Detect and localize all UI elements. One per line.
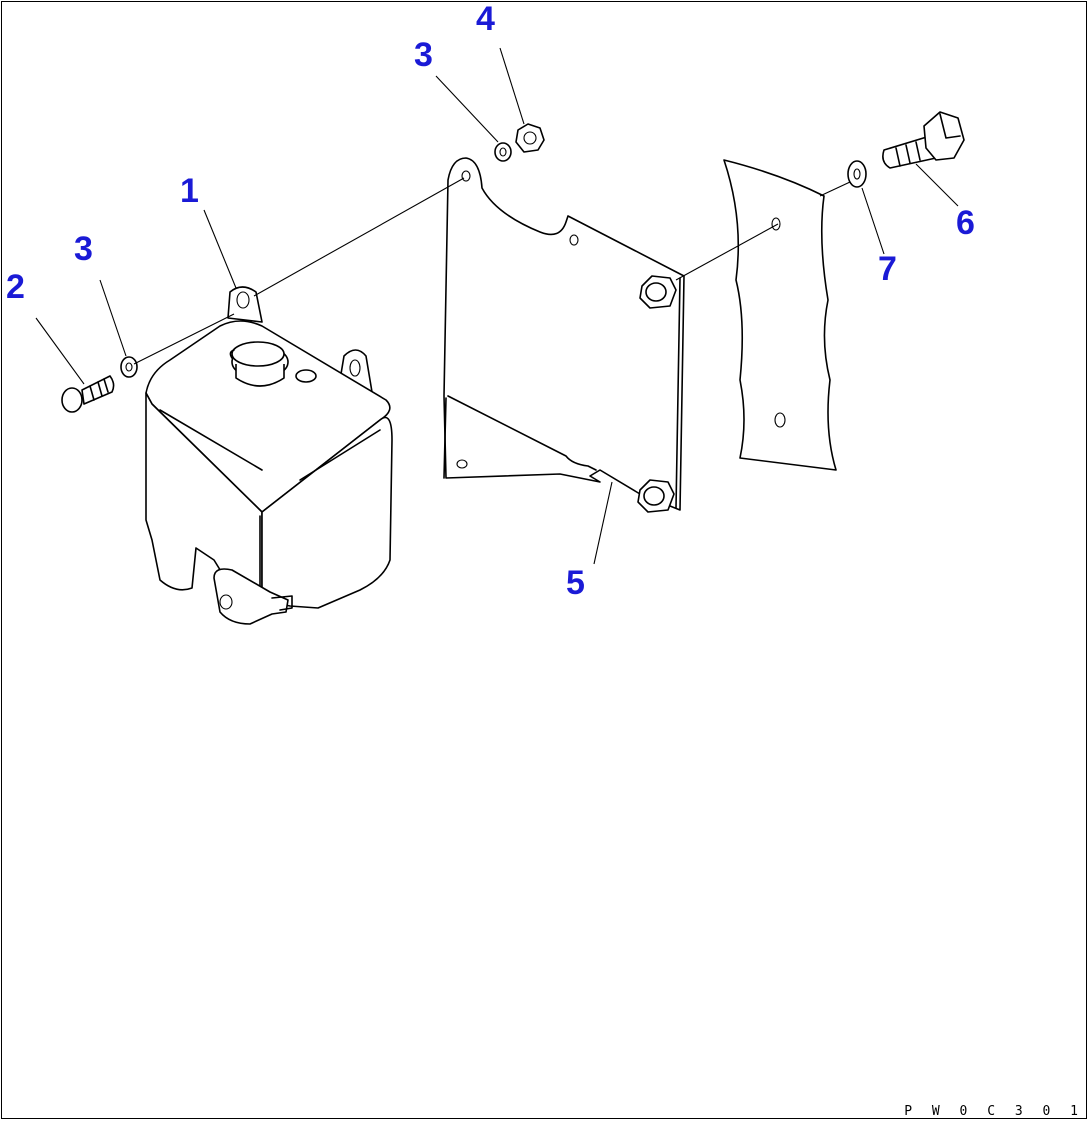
- bolt-right: [882, 111, 965, 169]
- callout-3-top: 3: [414, 36, 433, 74]
- assembly-lines: [133, 177, 851, 365]
- washer-right: [847, 160, 867, 188]
- callout-4: 4: [476, 0, 495, 38]
- washer-tank: [145, 286, 393, 625]
- callout-3-left: 3: [74, 230, 93, 268]
- mounting-panel: [723, 159, 837, 471]
- washer-left: [120, 356, 138, 378]
- washer-top: [494, 142, 512, 162]
- weld-nut-lower: [637, 479, 675, 513]
- callout-5: 5: [566, 564, 585, 602]
- callout-1: 1: [180, 172, 199, 210]
- nut-top: [515, 123, 545, 153]
- callout-2: 2: [6, 268, 25, 306]
- bolt-left: [61, 375, 115, 413]
- weld-nut-upper: [639, 275, 677, 309]
- callout-6: 6: [956, 204, 975, 242]
- leader-lines: [35, 47, 959, 565]
- mounting-bracket: [443, 157, 685, 513]
- callout-7: 7: [878, 250, 897, 288]
- figure-code: P W 0 C 3 0 1: [904, 1104, 1084, 1119]
